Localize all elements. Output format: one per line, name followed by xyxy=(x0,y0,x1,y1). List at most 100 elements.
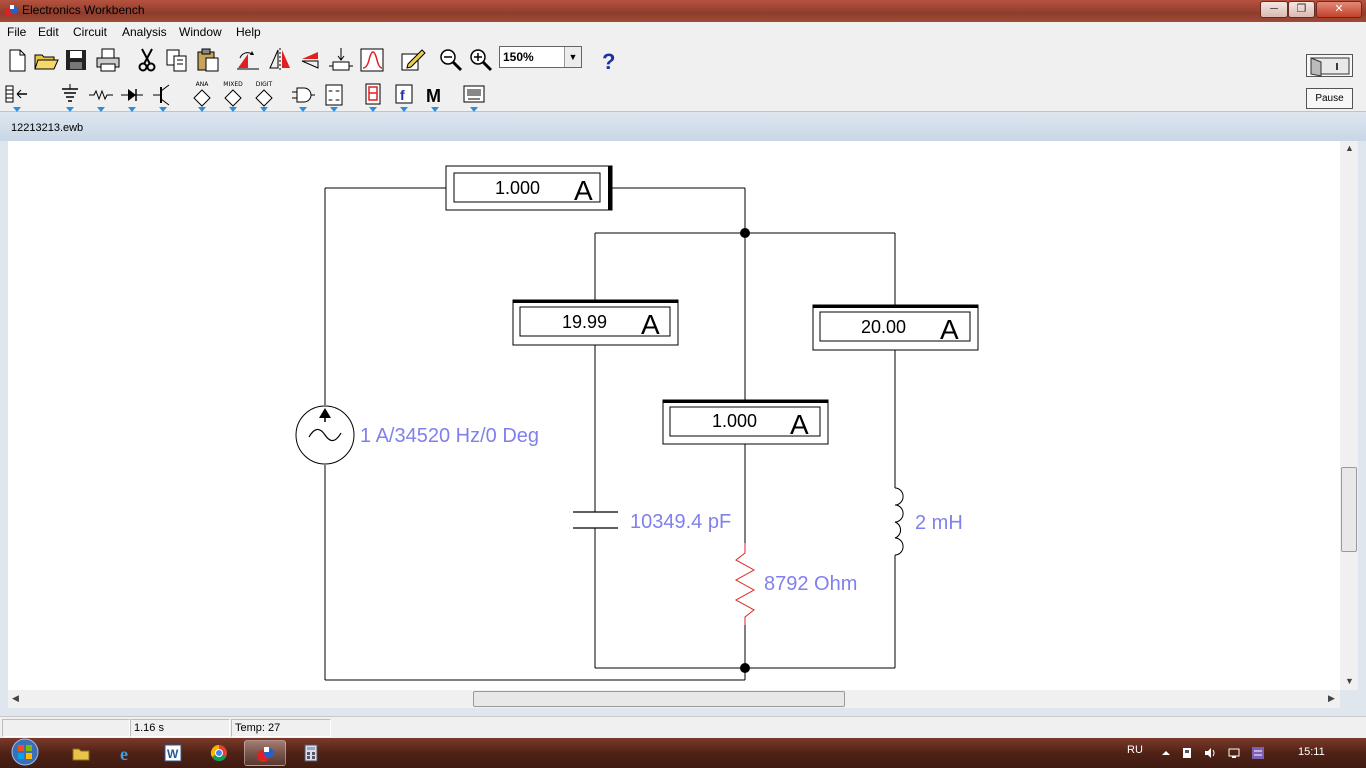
vertical-scroll-thumb[interactable] xyxy=(1341,467,1357,552)
menu-bar: File Edit Circuit Analysis Window Help xyxy=(0,22,1366,42)
taskbar-word[interactable]: W xyxy=(152,740,194,766)
menu-analysis[interactable]: Analysis xyxy=(122,25,167,39)
title-bar: Electronics Workbench ─ ❐ ✕ xyxy=(0,0,1366,22)
transistors-bin-icon[interactable] xyxy=(149,81,177,112)
vertical-scrollbar[interactable]: ▲ ▼ xyxy=(1340,141,1358,690)
menu-help[interactable]: Help xyxy=(236,25,261,39)
analog-ics-bin-icon[interactable]: ANA xyxy=(188,81,216,112)
open-folder-icon[interactable] xyxy=(32,46,60,74)
menu-file[interactable]: File xyxy=(7,25,27,39)
inductor-label: 2 mH xyxy=(915,512,963,534)
capacitor[interactable] xyxy=(573,511,618,529)
folder-icon xyxy=(72,748,90,761)
miscellaneous-bin-icon[interactable]: M xyxy=(421,81,449,112)
help-question-icon[interactable]: ? xyxy=(594,46,622,74)
indicators-bin-icon[interactable] xyxy=(359,81,387,112)
junction-node xyxy=(740,228,750,238)
horizontal-scrollbar[interactable]: ◀ ▶ xyxy=(8,690,1340,708)
menu-edit[interactable]: Edit xyxy=(38,25,59,39)
rotate-icon[interactable] xyxy=(234,46,262,74)
circuit-canvas[interactable]: 1 A/34520 Hz/0 Deg 10349.4 pF 8792 Ohm 2… xyxy=(8,141,1340,690)
paste-icon[interactable] xyxy=(194,46,222,74)
taskbar-chrome[interactable] xyxy=(198,740,240,766)
taskbar-explorer[interactable] xyxy=(60,740,102,766)
maximize-button[interactable]: ❐ xyxy=(1288,1,1315,18)
copy-icon[interactable] xyxy=(163,46,191,74)
ammeter-main-value: 1.000 xyxy=(495,178,540,198)
ammeter-inductor-value: 20.00 xyxy=(861,317,906,337)
calculator-icon xyxy=(304,744,318,762)
favorites-bin-icon[interactable] xyxy=(3,81,31,112)
component-properties-icon[interactable] xyxy=(327,46,355,74)
show-hidden-icons-icon[interactable] xyxy=(1159,746,1173,760)
main-toolbar: ? xyxy=(0,42,1366,78)
print-icon[interactable] xyxy=(94,46,122,74)
status-time: 1.16 s xyxy=(130,719,230,737)
new-file-icon[interactable] xyxy=(3,46,31,74)
zoom-value: 150% xyxy=(503,50,534,64)
capacitor-label: 10349.4 pF xyxy=(630,511,731,533)
flip-vertical-icon[interactable] xyxy=(296,46,324,74)
document-filename: 12213213.ewb xyxy=(11,122,84,134)
scroll-right-icon[interactable]: ▶ xyxy=(1328,693,1335,703)
analysis-graphs-icon[interactable] xyxy=(358,46,386,74)
power-switch[interactable] xyxy=(1306,54,1353,77)
taskbar-electronics-workbench[interactable] xyxy=(244,740,286,766)
network-icon[interactable] xyxy=(1227,746,1241,760)
ac-current-source[interactable] xyxy=(295,405,355,465)
minimize-button[interactable]: ─ xyxy=(1260,1,1288,18)
taskbar-calculator[interactable] xyxy=(290,740,332,766)
sources-bin-icon[interactable] xyxy=(56,81,84,112)
pause-button[interactable]: Pause xyxy=(1306,88,1353,109)
ammeter-capacitor-unit: A xyxy=(641,309,660,340)
app-icon xyxy=(4,5,18,17)
scroll-left-icon[interactable]: ◀ xyxy=(12,693,19,703)
mixed-ics-bin-icon[interactable]: MIXED xyxy=(219,81,247,112)
svg-text:e: e xyxy=(120,744,128,763)
flip-horizontal-icon[interactable] xyxy=(266,46,294,74)
taskbar-internet-explorer[interactable]: e xyxy=(106,740,148,766)
status-bar: 1.16 s Temp: 27 xyxy=(0,716,1366,738)
horizontal-scroll-thumb[interactable] xyxy=(473,691,845,707)
chevron-down-icon[interactable]: ▼ xyxy=(564,47,581,67)
ammeter-resistor-branch[interactable]: 1.000 A xyxy=(662,399,829,445)
digital-bin-icon[interactable]: ==== xyxy=(320,81,348,112)
resistor[interactable] xyxy=(734,543,756,625)
zoom-select[interactable]: 150% ▼ xyxy=(499,46,582,68)
word-icon: W xyxy=(164,744,182,762)
action-center-icon[interactable] xyxy=(1251,746,1265,760)
zoom-in-icon[interactable] xyxy=(467,46,495,74)
volume-icon[interactable] xyxy=(1203,746,1217,760)
close-button[interactable]: ✕ xyxy=(1316,1,1362,18)
ammeter-main[interactable]: 1.000 A xyxy=(445,165,613,211)
basic-components-bin-icon[interactable] xyxy=(87,81,115,112)
cut-icon[interactable] xyxy=(133,46,161,74)
scroll-down-icon[interactable]: ▼ xyxy=(1345,676,1354,686)
chrome-icon xyxy=(210,744,227,762)
svg-text:W: W xyxy=(167,747,179,761)
ammeter-resistor-value: 1.000 xyxy=(712,411,757,431)
digital-ics-bin-icon[interactable]: DIGIT xyxy=(250,81,278,112)
parts-bin-toolbar: ANA MIXED DIGIT ==== f M xyxy=(0,78,1366,112)
power-switch-icon xyxy=(1310,57,1350,77)
instruments-bin-icon[interactable] xyxy=(460,81,488,112)
diodes-bin-icon[interactable] xyxy=(118,81,146,112)
taskbar xyxy=(0,738,1366,768)
menu-window[interactable]: Window xyxy=(179,25,222,39)
controls-bin-icon[interactable]: f xyxy=(390,81,418,112)
logic-gates-bin-icon[interactable] xyxy=(289,81,317,112)
menu-circuit[interactable]: Circuit xyxy=(73,25,108,39)
status-temp: Temp: 27 xyxy=(231,719,331,737)
system-clock[interactable]: 15:11 xyxy=(1298,746,1325,758)
save-disk-icon[interactable] xyxy=(62,46,90,74)
inductor[interactable] xyxy=(894,487,904,556)
zoom-out-icon[interactable] xyxy=(437,46,465,74)
windows-start-icon[interactable] xyxy=(5,737,45,767)
description-pen-icon[interactable] xyxy=(398,46,426,74)
ammeter-inductor-unit: A xyxy=(940,314,959,345)
device-icon[interactable] xyxy=(1180,746,1194,760)
ammeter-capacitor-branch[interactable]: 19.99 A xyxy=(512,299,679,346)
language-indicator[interactable]: RU xyxy=(1127,744,1143,756)
ammeter-inductor-branch[interactable]: 20.00 A xyxy=(812,304,979,351)
scroll-up-icon[interactable]: ▲ xyxy=(1345,143,1354,153)
